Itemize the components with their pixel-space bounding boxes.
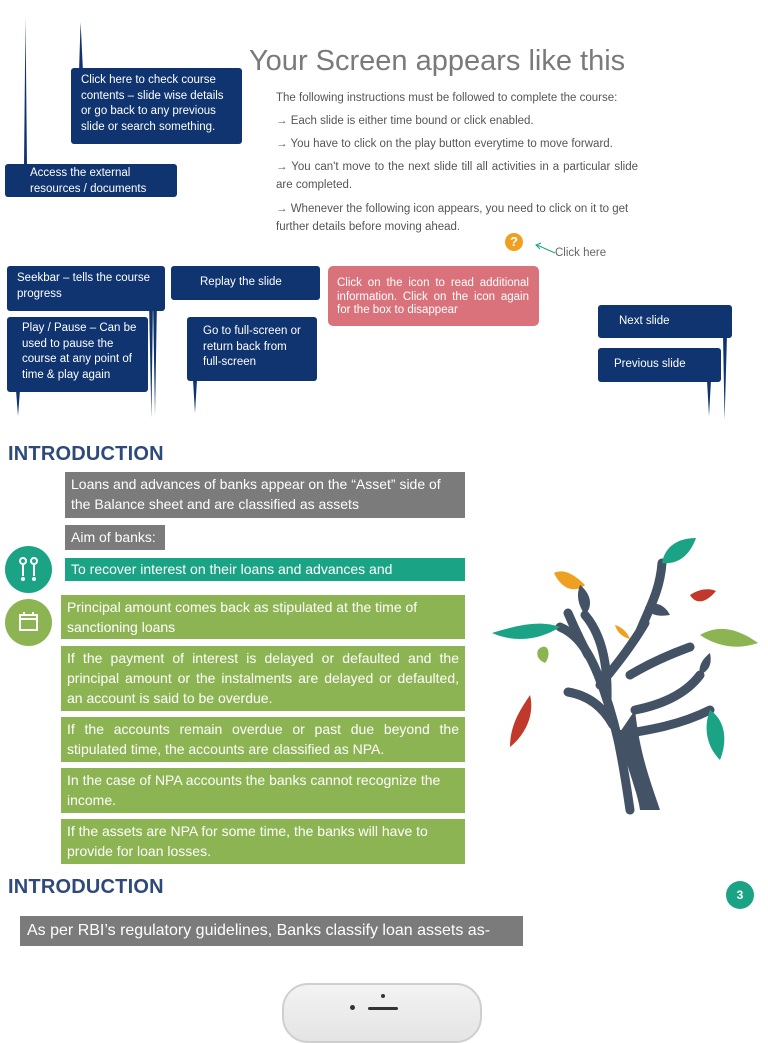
instruction-item: → Whenever the following icon appears, y… xyxy=(276,203,629,233)
phone-camera xyxy=(350,1005,355,1010)
page-number-badge: 3 xyxy=(726,881,754,909)
npa-box: If the accounts remain overdue or past d… xyxy=(61,717,465,762)
link-icon-glyph xyxy=(19,557,38,581)
introduction-slide: INTRODUCTION Loans and advances of banks… xyxy=(0,430,768,870)
classification-slide: INTRODUCTION 3 As per RBI’s regulatory g… xyxy=(0,870,768,1043)
instructions-intro: The following instructions must be follo… xyxy=(276,92,618,104)
next-callout-stem xyxy=(723,335,727,420)
link-icon xyxy=(5,546,52,593)
income-box: In the case of NPA accounts the banks ca… xyxy=(61,768,465,813)
seekbar-callout-text: Seekbar – tells the course progress xyxy=(17,272,150,300)
help-icon-glyph: ? xyxy=(510,234,518,249)
menu-callout: Click here to check course contents – sl… xyxy=(71,68,242,144)
menu-callout-text: Click here to check course contents – sl… xyxy=(81,74,224,133)
instruction-item: → You have to click on the play button e… xyxy=(276,138,613,150)
instruction-item: → You can't move to the next slide till … xyxy=(276,161,638,191)
screen-title: Your Screen appears like this xyxy=(249,45,626,77)
play-pause-callout: Play / Pause – Can be used to pause the … xyxy=(7,317,148,392)
fullscreen-callout: Go to full-screen or return back from fu… xyxy=(187,317,317,381)
play-callout-stem xyxy=(16,390,20,416)
instruction-item: → Each slide is either time bound or cli… xyxy=(276,115,534,127)
fullscreen-callout-text: Go to full-screen or return back from fu… xyxy=(203,325,301,368)
phone-device xyxy=(282,983,482,1043)
phone-speaker xyxy=(368,1007,398,1010)
menu-callout-stem xyxy=(79,22,83,72)
aim-box: Aim of banks: xyxy=(65,525,165,550)
previous-callout-stem xyxy=(707,380,711,416)
fullscreen-callout-stem xyxy=(193,380,197,413)
tree-illustration xyxy=(492,538,758,815)
rbi-banner: As per RBI’s regulatory guidelines, Bank… xyxy=(20,916,523,946)
tooltip-box: Click on the icon to read additional inf… xyxy=(328,266,539,326)
assets-box: Loans and advances of banks appear on th… xyxy=(65,472,465,518)
seekbar-callout: Seekbar – tells the course progress xyxy=(7,266,165,311)
tooltip-text: Click on the icon to read additional inf… xyxy=(337,277,529,316)
page-number: 3 xyxy=(736,888,744,902)
calendar-icon-glyph xyxy=(19,612,38,631)
replay-callout-stem xyxy=(153,300,157,415)
screen-guide-slide: Click here to check course contents – sl… xyxy=(0,0,768,430)
overdue-box: If the payment of interest is delayed or… xyxy=(61,646,465,711)
seekbar-callout-stem xyxy=(149,300,153,418)
previous-slide-callout-text: Previous slide xyxy=(614,358,686,370)
loan-losses-box: If the assets are NPA for some time, the… xyxy=(61,819,465,864)
calendar-icon xyxy=(5,599,52,646)
help-icon[interactable]: ? xyxy=(505,233,523,251)
replay-callout-text: Replay the slide xyxy=(200,276,282,288)
resources-callout-text: Access the external resources / document… xyxy=(30,167,147,195)
intro-heading-2: INTRODUCTION xyxy=(8,876,164,898)
play-pause-callout-text: Play / Pause – Can be used to pause the … xyxy=(22,322,137,381)
principal-box: Principal amount comes back as stipulate… xyxy=(61,595,465,639)
next-slide-callout-text: Next slide xyxy=(619,315,670,327)
previous-slide-callout: Previous slide xyxy=(598,348,721,382)
next-slide-callout: Next slide xyxy=(598,305,732,338)
interest-box: To recover interest on their loans and a… xyxy=(65,558,465,581)
intro-heading: INTRODUCTION xyxy=(8,443,164,465)
replay-callout: Replay the slide xyxy=(171,266,320,300)
resources-callout-stem xyxy=(24,18,27,166)
resources-callout: Access the external resources / document… xyxy=(5,164,177,197)
click-here-label: Click here xyxy=(555,247,607,259)
click-here-arrow xyxy=(535,242,556,254)
phone-sensor xyxy=(381,994,385,998)
